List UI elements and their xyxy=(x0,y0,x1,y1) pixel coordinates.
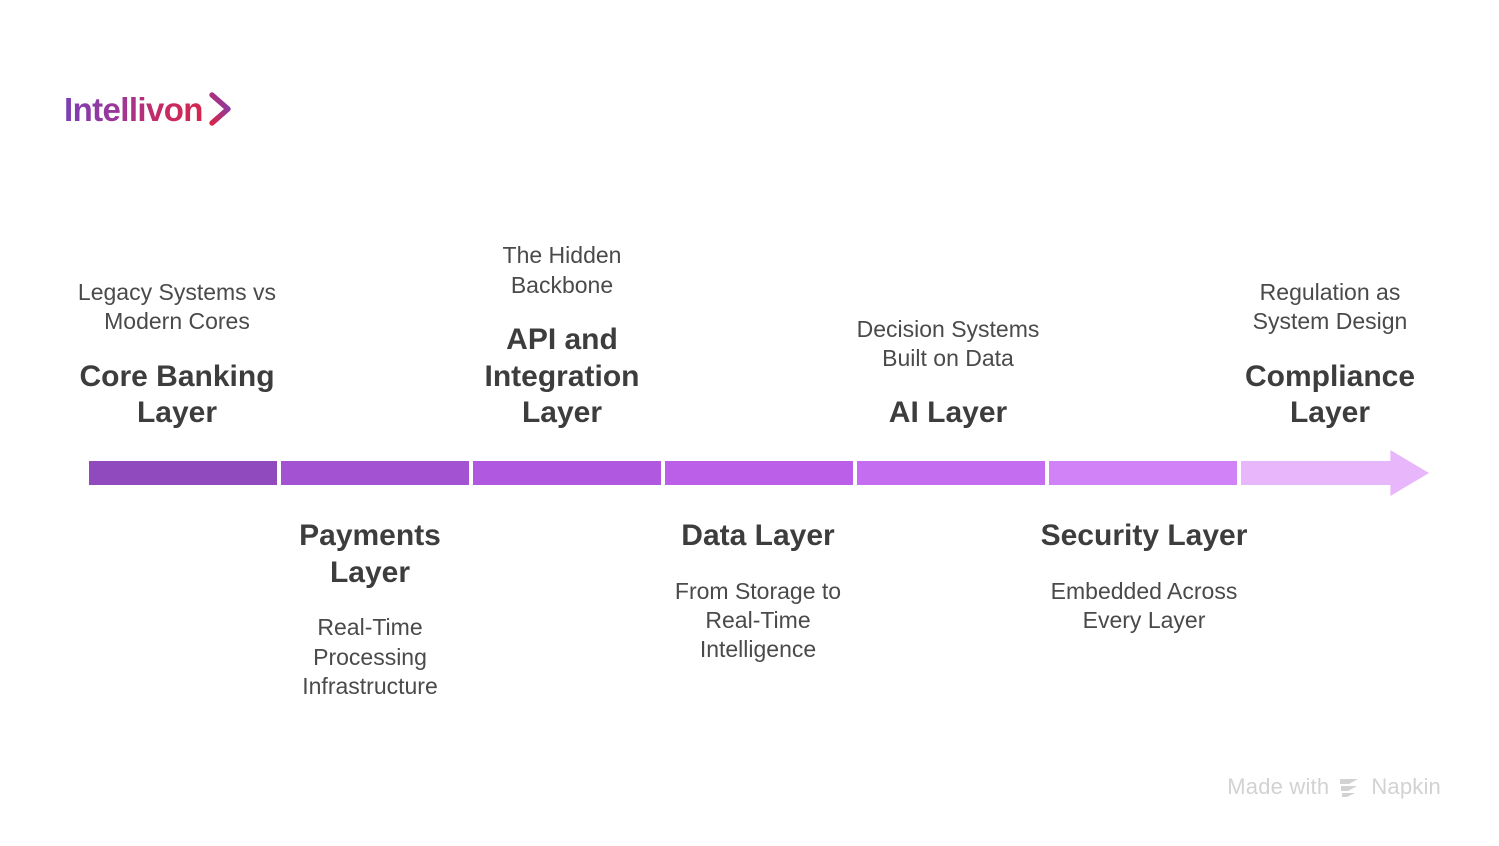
item-title: AI Layer xyxy=(888,396,1008,430)
item-title: API and Integration Layer xyxy=(484,323,640,430)
item-subtitle: The Hidden Backbone xyxy=(502,242,622,298)
logo-wordmark: Intellivon xyxy=(64,90,203,128)
timeline-item-security-layer[interactable]: Security Layer Embedded Across Every Lay… xyxy=(1008,518,1280,635)
item-subtitle: Real-Time Processing Infrastructure xyxy=(302,614,438,700)
timeline-arrow-bar xyxy=(89,450,1429,496)
item-title: Payments Layer xyxy=(299,519,441,589)
watermark-brand: Napkin xyxy=(1371,774,1441,799)
timeline-item-compliance-layer[interactable]: Regulation as System Design Compliance L… xyxy=(1195,278,1465,432)
item-title: Data Layer xyxy=(681,519,835,552)
intellivon-logo: Intellivon xyxy=(64,92,234,126)
timeline-segment-0[interactable] xyxy=(89,461,277,485)
item-subtitle: From Storage to Real-Time Intelligence xyxy=(674,577,842,663)
item-subtitle: Decision Systems Built on Data xyxy=(856,315,1040,371)
timeline-item-api-and-integration-layer[interactable]: The Hidden Backbone API and Integration … xyxy=(432,241,692,432)
item-subtitle: Regulation as System Design xyxy=(1252,278,1408,335)
item-title: Compliance Layer xyxy=(1244,359,1416,430)
timeline-item-payments-layer[interactable]: Payments Layer Real-Time Processing Infr… xyxy=(252,518,488,702)
timeline-segment-4[interactable] xyxy=(857,461,1045,485)
item-title: Security Layer xyxy=(1040,519,1248,552)
watermark-prefix: Made with xyxy=(1227,774,1330,799)
timeline-segment-5[interactable] xyxy=(1049,461,1237,485)
arrow-right-icon[interactable] xyxy=(1241,450,1429,496)
timeline-item-ai-layer[interactable]: Decision Systems Built on Data AI Layer xyxy=(810,315,1086,432)
timeline-item-core-banking-layer[interactable]: Legacy Systems vs Modern Cores Core Bank… xyxy=(32,278,322,432)
item-subtitle: Legacy Systems vs Modern Cores xyxy=(77,278,277,335)
item-title: Core Banking Layer xyxy=(79,359,275,430)
timeline-item-data-layer[interactable]: Data Layer From Storage to Real-Time Int… xyxy=(638,518,878,665)
item-subtitle: Embedded Across Every Layer xyxy=(1050,577,1238,634)
napkin-logo-icon xyxy=(1340,779,1359,797)
timeline-segment-2[interactable] xyxy=(473,461,661,485)
timeline-segment-1[interactable] xyxy=(281,461,469,485)
timeline-segment-3[interactable] xyxy=(665,461,853,485)
chevron-right-icon xyxy=(209,92,231,126)
made-with-napkin-watermark[interactable]: Made with Napkin xyxy=(1227,774,1441,800)
